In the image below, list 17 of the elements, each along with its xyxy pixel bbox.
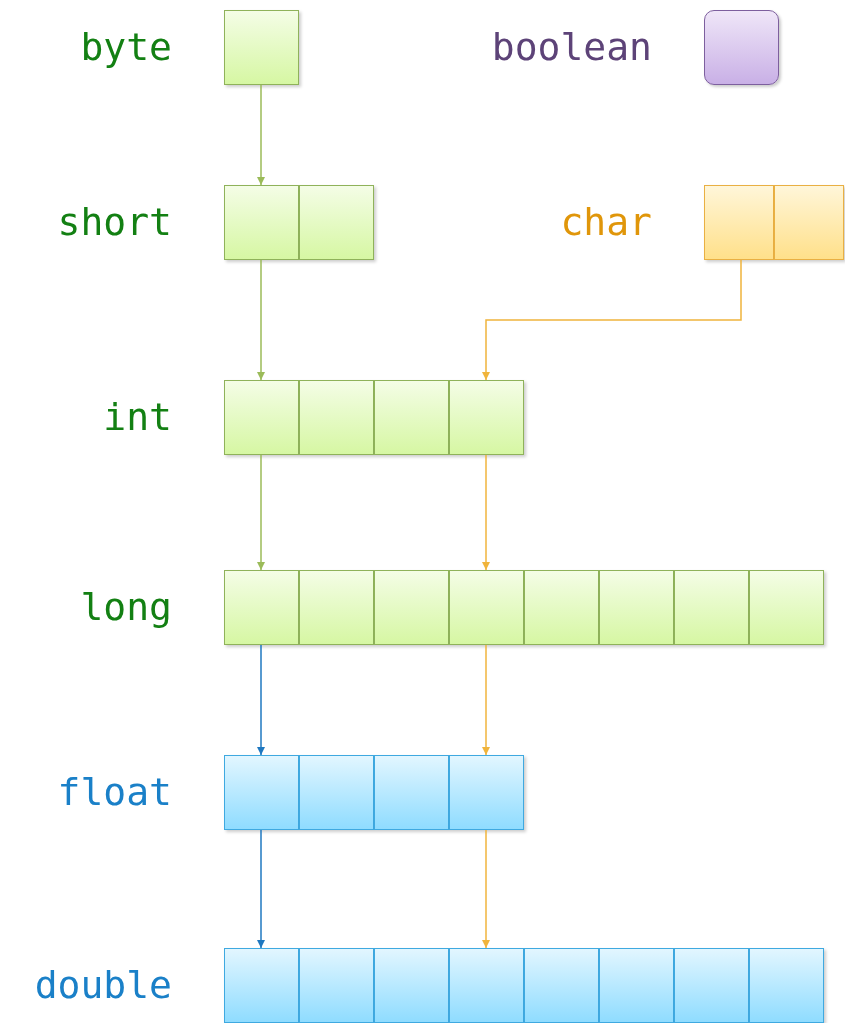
- arrow: [257, 259, 265, 381]
- arrow: [482, 454, 490, 571]
- arrow: [482, 259, 742, 381]
- type-label: int: [102, 394, 172, 441]
- type-label: double: [33, 962, 172, 1009]
- type-label: short: [56, 199, 172, 246]
- type-label: float: [56, 769, 172, 816]
- arrow: [257, 829, 265, 949]
- type-label: long: [79, 584, 172, 631]
- type-label: boolean: [490, 24, 652, 71]
- type-label: char: [559, 199, 652, 246]
- arrow: [257, 454, 265, 571]
- arrow: [257, 84, 265, 186]
- arrow: [257, 644, 265, 756]
- type-label: byte: [79, 24, 172, 71]
- arrow: [482, 829, 490, 949]
- arrow: [482, 644, 490, 756]
